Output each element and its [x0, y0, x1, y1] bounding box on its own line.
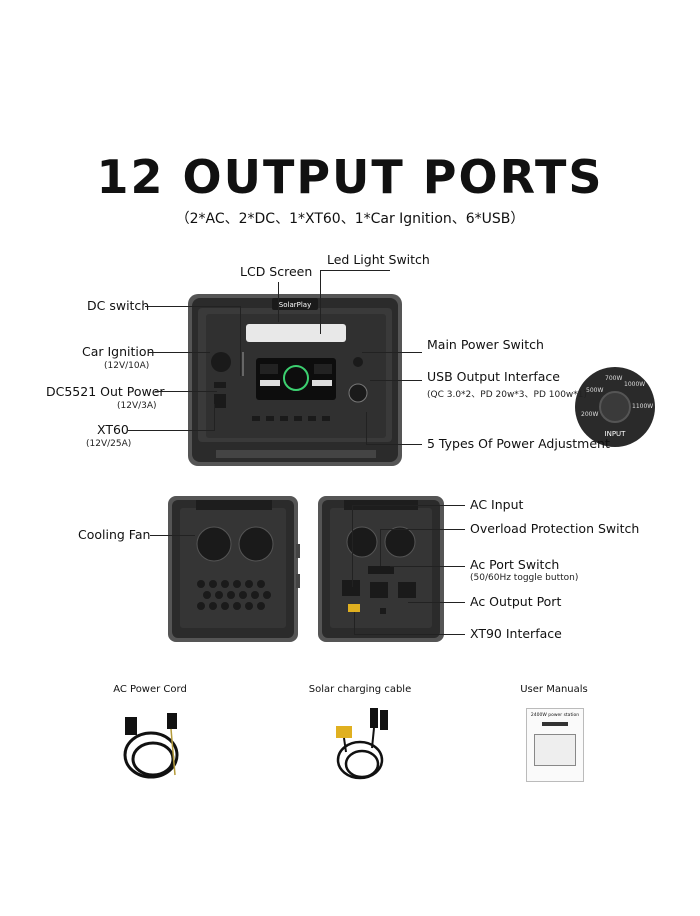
label-ac-port-switch: Ac Port Switch	[470, 557, 560, 572]
leader-adjust-v	[366, 412, 367, 444]
knob-detail: 200W 500W 700W 1000W 1100W INPUT	[575, 367, 655, 447]
ac-port-switch	[368, 566, 394, 574]
led-light	[246, 324, 346, 342]
leader-overload-v	[380, 529, 381, 566]
leader-ac-output	[408, 602, 465, 603]
leader-led-v	[320, 270, 321, 334]
label-dc-switch: DC switch	[87, 298, 150, 313]
label-xt60: XT60	[97, 422, 129, 437]
caption-ac-cord: AC Power Cord	[113, 684, 187, 695]
label-xt60-spec: (12V/25A)	[86, 439, 132, 449]
brand-logo: SolarPlay	[279, 301, 311, 309]
front-power-station: SolarPlay	[188, 294, 402, 466]
leader-main-power	[362, 352, 422, 353]
label-usb-output-spec: (QC 3.0*2、PD 20w*3、PD 100w*1)	[427, 390, 588, 400]
label-overload: Overload Protection Switch	[470, 521, 640, 536]
main-power-button	[353, 357, 363, 367]
knob-center-label: INPUT	[605, 430, 627, 438]
cooling-fan-right	[238, 526, 274, 562]
leader-ac-input-v	[352, 505, 353, 587]
page-subtitle: （2*AC、2*DC、1*XT60、1*Car Ignition、6*USB）	[175, 211, 525, 227]
back-power-station	[318, 496, 444, 642]
label-lcd-screen: LCD Screen	[240, 264, 313, 279]
leader-adjust-h	[366, 444, 422, 445]
knob-mark-200: 200W	[581, 411, 598, 418]
leader-lcd	[278, 282, 279, 322]
side-power-station	[168, 496, 300, 642]
knob-mark-700: 700W	[605, 375, 622, 382]
label-cooling-fan: Cooling Fan	[78, 527, 151, 542]
label-dc5521: DC5521 Out Power	[46, 384, 165, 399]
ac-power-cord-image	[123, 713, 179, 779]
ac-outlet-1	[370, 582, 388, 598]
knob-mark-1100: 1100W	[632, 403, 653, 410]
leader-xt60-v	[214, 404, 215, 431]
leader-usb	[370, 380, 422, 381]
leader-dc5521	[155, 391, 217, 392]
label-xt90: XT90 Interface	[470, 626, 562, 641]
label-ac-output-port: Ac Output Port	[470, 594, 562, 609]
ac-outlet-2	[398, 582, 416, 598]
leader-ac-input-h	[352, 505, 465, 506]
caption-solar-cable: Solar charging cable	[308, 684, 412, 695]
ac-input-port	[342, 580, 360, 596]
label-car-ignition: Car Ignition	[82, 344, 155, 359]
label-usb-output: USB Output Interface	[427, 369, 560, 384]
label-dc5521-spec: (12V/3A)	[117, 401, 157, 411]
leader-car	[148, 352, 210, 353]
back-fan-left	[346, 526, 378, 558]
leader-xt60-h	[128, 430, 214, 431]
leader-fan	[150, 535, 195, 536]
xt60-port	[214, 394, 226, 408]
label-car-ignition-spec: (12V/10A)	[104, 361, 150, 371]
label-ac-port-switch-spec: (50/60Hz toggle button)	[470, 573, 579, 583]
xt90-port	[348, 604, 360, 612]
power-knob	[348, 383, 368, 403]
solar-cable-image	[336, 708, 388, 780]
cooling-fan-left	[196, 526, 232, 562]
knob-mark-500: 500W	[586, 387, 603, 394]
leader-ac-switch	[390, 566, 465, 567]
user-manual-image: 2400W power station	[526, 708, 584, 782]
leader-xt90-h	[354, 634, 465, 635]
label-led-switch: Led Light Switch	[327, 252, 430, 267]
leader-dc-h	[145, 306, 240, 307]
knob-mark-1000: 1000W	[624, 381, 645, 388]
caption-manuals: User Manuals	[520, 684, 588, 695]
back-fan-right	[384, 526, 416, 558]
manual-cover-title: 2400W power station	[530, 713, 580, 718]
leader-dc-v	[240, 306, 241, 376]
leader-overload-h	[380, 529, 465, 530]
page-title: 12 OUTPUT PORTS	[96, 150, 604, 204]
car-ignition-port	[211, 352, 231, 372]
label-ac-input: AC Input	[470, 497, 524, 512]
leader-led-h	[320, 270, 390, 271]
label-power-adjust: 5 Types Of Power Adjustment	[427, 436, 610, 451]
leader-xt90-v	[354, 612, 355, 634]
label-main-power: Main Power Switch	[427, 337, 544, 352]
